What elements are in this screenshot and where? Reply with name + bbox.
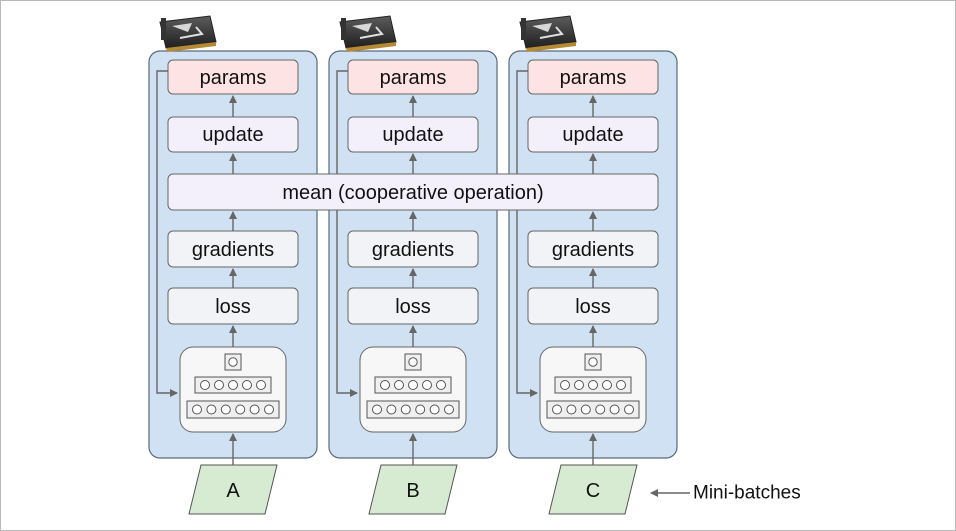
gradients-label: gradients <box>552 239 634 261</box>
neural-network-icon <box>359 346 467 433</box>
minibatch-shape <box>188 464 278 515</box>
neural-network-icon <box>539 346 647 433</box>
gradients-label: gradients <box>372 239 454 261</box>
gradients-label: gradients <box>192 239 274 261</box>
params-label: params <box>380 67 447 89</box>
params-box <box>527 59 659 95</box>
update-label: update <box>382 124 443 146</box>
params-box <box>347 59 479 95</box>
params-label: params <box>560 67 627 89</box>
minibatch-label: B <box>406 480 419 502</box>
params-feedback-arrow <box>156 70 178 397</box>
minibatch-label: C <box>586 480 600 502</box>
mean-label: mean (cooperative operation) <box>282 182 543 204</box>
gpu-card-icon <box>339 15 397 52</box>
loss-label: loss <box>215 296 251 318</box>
params-box <box>167 59 299 95</box>
minibatch-shape <box>548 464 638 515</box>
params-feedback-arrow <box>516 70 538 397</box>
gpu-card-icon <box>519 15 577 52</box>
loss-label: loss <box>395 296 431 318</box>
neural-network-icon <box>179 346 287 433</box>
update-label: update <box>562 124 623 146</box>
params-label: params <box>200 67 267 89</box>
mean-cooperative-box <box>167 173 659 211</box>
gpu-card-icon <box>159 15 217 52</box>
minibatch-shape <box>368 464 458 515</box>
params-feedback-arrow <box>336 70 358 397</box>
minibatches-label: Mini-batches <box>693 483 801 504</box>
minibatch-label: A <box>226 480 240 502</box>
update-label: update <box>202 124 263 146</box>
loss-label: loss <box>575 296 611 318</box>
